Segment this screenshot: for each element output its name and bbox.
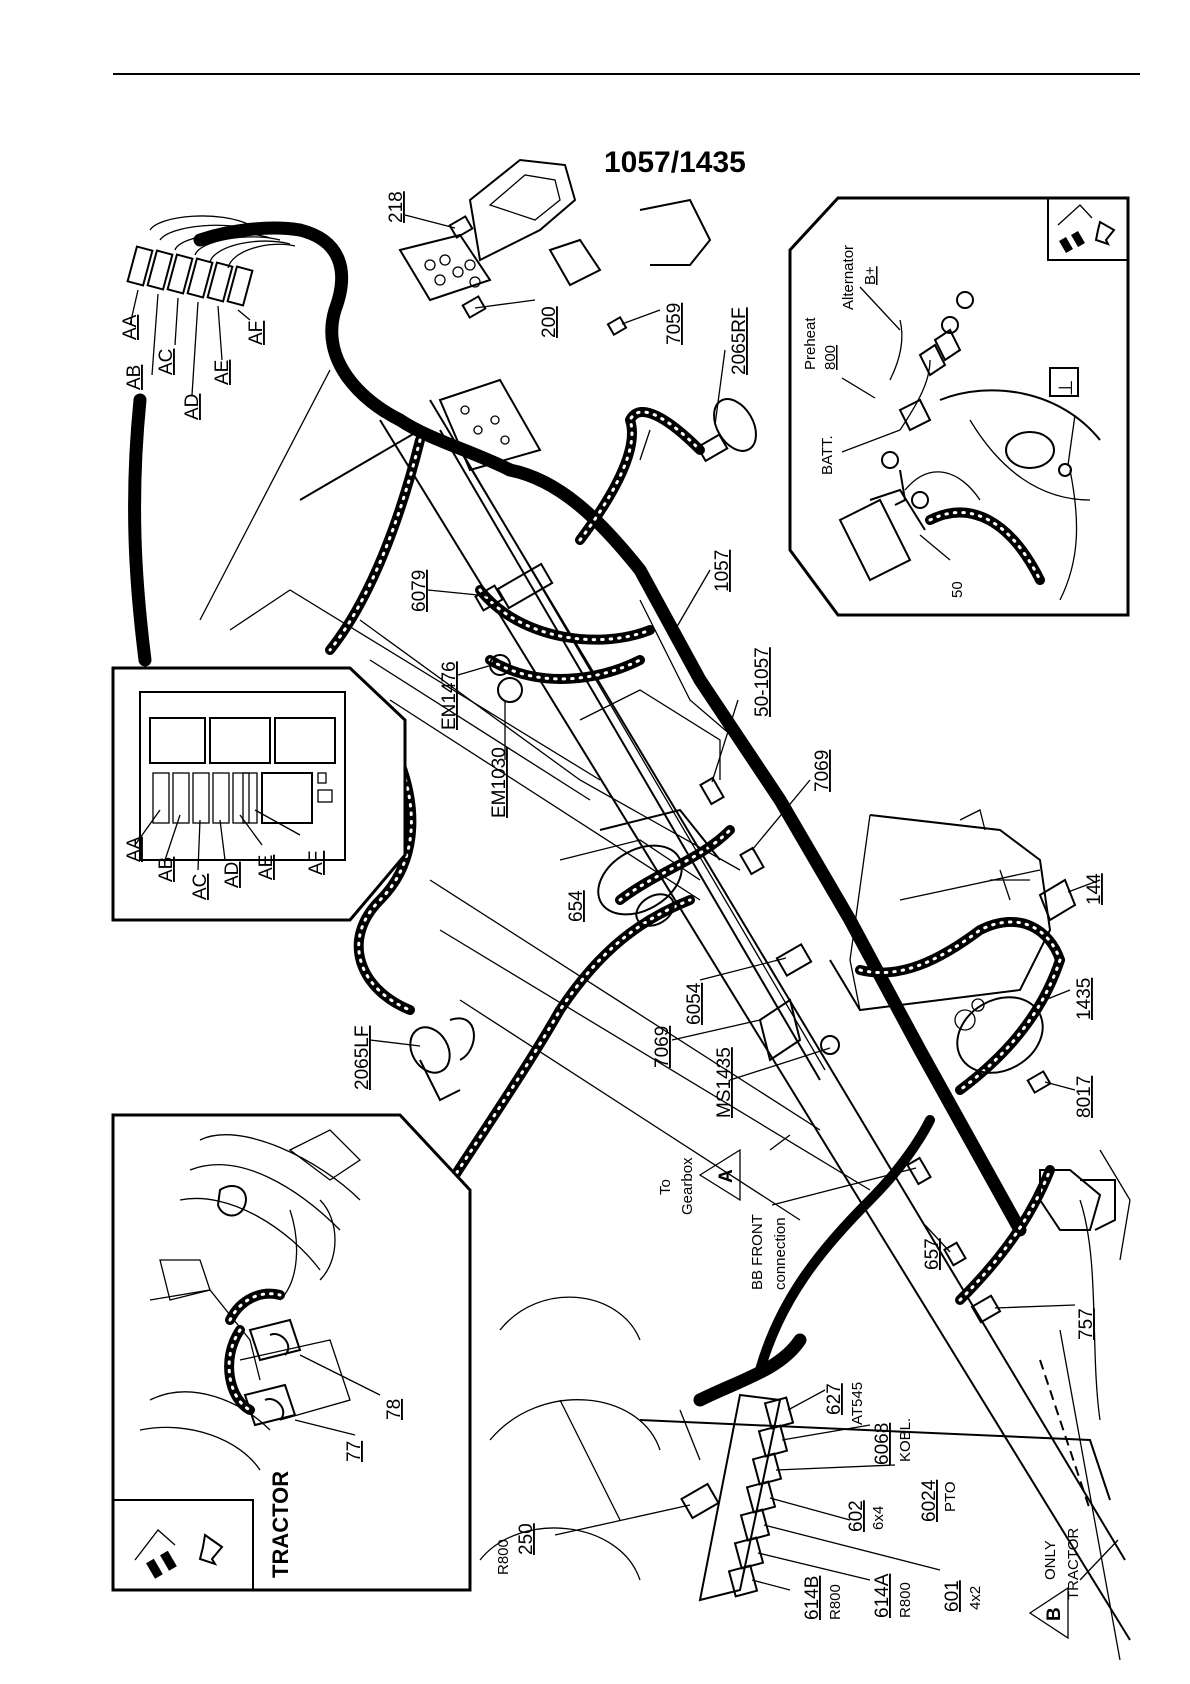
callout-6079: 6079 — [409, 570, 430, 612]
batt-label: BATT. — [819, 435, 836, 475]
callout-614b: 614B — [802, 1576, 823, 1620]
bplus-label: B+ — [862, 266, 879, 285]
callout-kobl: KOBL. — [897, 1418, 914, 1462]
callout-6x4: 6x4 — [870, 1506, 887, 1530]
callout-654: 654 — [566, 890, 587, 922]
callout-bbfront: BB FRONT — [749, 1214, 766, 1290]
fuse-label-ae: AE — [256, 855, 277, 880]
callout-connection: connection — [772, 1217, 789, 1290]
callout-144: 144 — [1084, 873, 1105, 905]
callout-r800-c: R800 — [495, 1539, 512, 1575]
preheat-label: Preheat — [802, 317, 819, 370]
callout-6068: 6068 — [872, 1423, 893, 1465]
battery-inset: ⊥ Alternator B+ Preheat 800 BATT. 50 — [788, 196, 1130, 617]
callout-601: 601 — [942, 1580, 963, 1612]
callout-en1476: EN1476 — [439, 661, 460, 730]
diagram-title: 1057/1435 — [604, 146, 746, 179]
components — [398, 198, 1116, 1602]
c50-label: 50 — [949, 581, 966, 598]
fuse-label-ab: AB — [156, 857, 177, 882]
callout-7059: 7059 — [664, 303, 685, 345]
harness-main — [245, 223, 1065, 1407]
callout-pto: PTO — [942, 1481, 959, 1512]
callout-8017: 8017 — [1074, 1076, 1095, 1118]
callout-ms1435: MS1435 — [714, 1047, 735, 1118]
alternator-label: Alternator — [840, 245, 857, 310]
callout-4x2: 4x2 — [967, 1586, 984, 1610]
marker-b: B — [1028, 1586, 1069, 1640]
fuse-label-aa: AA — [124, 836, 145, 862]
callout-2065rf: 2065RF — [729, 307, 750, 375]
callout-7069-upper: 7069 — [812, 750, 833, 792]
orientation-icon-top — [1057, 204, 1116, 254]
orientation-icon-bottom — [134, 1529, 224, 1579]
callout-757: 757 — [1076, 1308, 1097, 1340]
callout-50-1057: 50-1057 — [752, 647, 773, 717]
callout-602: 602 — [846, 1500, 867, 1532]
fuse-label-af: AF — [306, 851, 327, 875]
tractor-inset: 78 77 TRACTOR — [111, 1113, 472, 1592]
callout-7069-lower: 7069 — [652, 1026, 673, 1068]
svg-text:A: A — [716, 1169, 737, 1183]
callout-1435: 1435 — [1074, 978, 1095, 1020]
callout-tractor-note: TRACTOR — [1065, 1528, 1082, 1600]
callout-6024: 6024 — [919, 1479, 940, 1522]
callout-1057: 1057 — [712, 550, 733, 592]
conn-label-ae: AE — [212, 360, 233, 385]
top-connector-group: AA AB AC AD AE AF — [120, 215, 307, 667]
c800-label: 800 — [822, 345, 839, 370]
callout-at545: AT545 — [849, 1382, 866, 1425]
callout-gearbox: Gearbox — [679, 1157, 696, 1215]
callout-labels: 218 200 7059 2065RF 6079 1057 EN1476 EM1… — [352, 191, 1105, 1620]
callout-r800-b: R800 — [827, 1584, 844, 1620]
tractor-inset-title: TRACTOR — [268, 1471, 293, 1578]
conn-label-ad: AD — [182, 394, 203, 420]
conn-label-aa: AA — [120, 314, 141, 340]
callout-only: ONLY — [1042, 1540, 1059, 1580]
callout-218: 218 — [386, 191, 407, 223]
chassis-frame — [199, 158, 1131, 1661]
svg-text:B: B — [1044, 1607, 1065, 1621]
callout-2065lf: 2065LF — [352, 1026, 373, 1090]
callout-250: 250 — [516, 1523, 537, 1555]
callout-to: To — [657, 1179, 674, 1195]
callout-77: 77 — [344, 1441, 365, 1462]
marker-a: A — [698, 1148, 741, 1202]
callout-em1030: EM1030 — [489, 747, 510, 818]
fuse-label-ac: AC — [190, 874, 211, 900]
conn-label-af: AF — [246, 321, 267, 345]
callout-6054: 6054 — [684, 982, 705, 1025]
callout-657: 657 — [922, 1238, 943, 1270]
callout-627: 627 — [824, 1383, 845, 1415]
leader-lines — [369, 214, 1119, 1591]
conn-label-ac: AC — [156, 349, 177, 375]
callout-r800-a: R800 — [897, 1582, 914, 1618]
callout-614a: 614A — [872, 1573, 893, 1618]
callout-200: 200 — [539, 306, 560, 338]
ground-symbol: ⊥ — [1056, 379, 1077, 396]
fuse-label-ad: AD — [222, 862, 243, 888]
fusebox-inset: AA AB AC AD AE AF — [111, 666, 407, 922]
conn-label-ab: AB — [124, 365, 145, 390]
callout-78: 78 — [384, 1399, 405, 1420]
